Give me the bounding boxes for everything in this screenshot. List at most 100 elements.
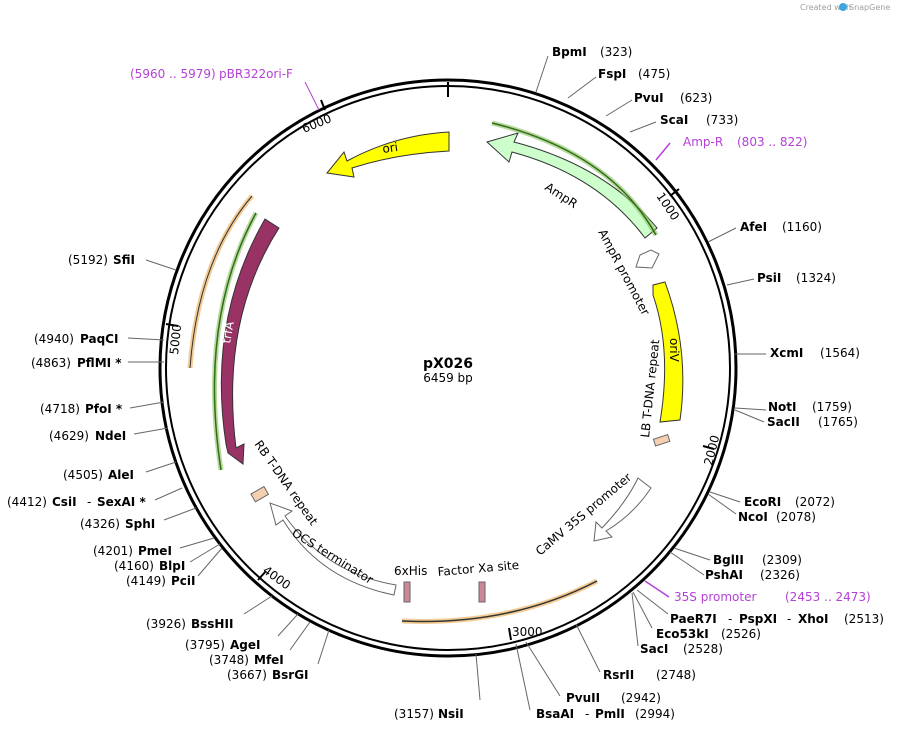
enzyme-nsii: (3157) NsiI — [394, 653, 481, 721]
svg-text:(4412): (4412) — [7, 495, 47, 509]
svg-text:BssHII: BssHII — [191, 617, 233, 631]
svg-text:AfeI: AfeI — [740, 220, 767, 234]
svg-text:(2072): (2072) — [795, 495, 835, 509]
svg-text:-: - — [728, 612, 732, 626]
svg-text:PfoI *: PfoI * — [85, 402, 123, 416]
enzyme-eco53ki: Eco53kI (2526) — [632, 591, 761, 641]
svg-text:SacI: SacI — [640, 642, 668, 656]
enzyme-pshai: PshAI (2326) — [669, 551, 800, 582]
svg-text:-: - — [585, 707, 589, 721]
svg-text:(2528): (2528) — [683, 642, 723, 656]
enzyme-rsrii: RsrII (2748) — [575, 623, 696, 682]
svg-text:(1564): (1564) — [820, 346, 860, 360]
svg-text:XcmI: XcmI — [770, 346, 803, 360]
backbone-outer-ring — [158, 78, 738, 658]
svg-text:BsrGI: BsrGI — [272, 668, 309, 682]
primer-35s-promoter: 35S promoter (2453 .. 2473) — [644, 580, 871, 604]
enzyme-pfoi: (4718) PfoI * — [40, 401, 165, 416]
svg-text:EcoRI: EcoRI — [744, 495, 781, 509]
svg-text:6xHis: 6xHis — [394, 564, 427, 578]
orange-arc-bottom-line — [401, 580, 598, 623]
svg-text:(2326): (2326) — [760, 568, 800, 582]
svg-text:NotI: NotI — [768, 400, 797, 414]
feature-ampr-promoter: AmpR promoter — [595, 227, 660, 318]
svg-text:(1765): (1765) — [818, 415, 858, 429]
enzyme-afei: AfeI (1160) — [707, 220, 822, 243]
enzyme-bsaai-pmli: BsaAI - PmlI (2994) — [515, 643, 675, 721]
svg-text:(1160): (1160) — [782, 220, 822, 234]
enzyme-pvuii: PvuII (2942) — [525, 641, 661, 705]
svg-text:AgeI: AgeI — [230, 638, 260, 652]
svg-text:(4940): (4940) — [34, 332, 74, 346]
svg-text:XhoI: XhoI — [798, 612, 829, 626]
svg-text:RsrII: RsrII — [603, 668, 634, 682]
enzyme-fspi: FspI (475) — [567, 67, 670, 99]
enzyme-psii: PsiI (1324) — [726, 271, 836, 286]
enzyme-ndei: (4629) NdeI — [49, 427, 169, 443]
plasmid-name: pX026 — [423, 356, 473, 372]
primer-amp-r: Amp-R (803 .. 822) — [655, 135, 807, 161]
svg-text:PvuI: PvuI — [634, 91, 664, 105]
credit-prefix: Created with — [800, 3, 851, 12]
svg-text:SfiI: SfiI — [113, 253, 135, 267]
svg-text:ori: ori — [381, 140, 398, 156]
enzyme-saci: SacI (2528) — [631, 592, 723, 656]
tick-3000: 3000 — [508, 625, 543, 641]
svg-text:SexAI *: SexAI * — [97, 495, 146, 509]
svg-text:PmlI: PmlI — [595, 707, 625, 721]
svg-text:PsiI: PsiI — [757, 271, 781, 285]
svg-text:(2994): (2994) — [635, 707, 675, 721]
svg-text:oriV: oriV — [667, 338, 681, 363]
enzyme-bsrgi: (3667) BsrGI — [227, 629, 330, 682]
svg-text:ScaI: ScaI — [660, 113, 688, 127]
enzyme-csii-sexai: (4412) CsiI - SexAI * — [7, 487, 183, 509]
svg-text:AmpR promoter: AmpR promoter — [595, 227, 652, 318]
svg-text:CsiI: CsiI — [52, 495, 77, 509]
svg-text:6000: 6000 — [300, 111, 334, 135]
svg-text:-: - — [787, 612, 791, 626]
svg-text:LB T-DNA repeat: LB T-DNA repeat — [638, 338, 662, 438]
svg-text:(4326): (4326) — [80, 517, 120, 531]
svg-text:(475): (475) — [638, 67, 670, 81]
svg-text:(4629): (4629) — [49, 429, 89, 443]
svg-text:BpmI: BpmI — [552, 45, 587, 59]
svg-text:(4863): (4863) — [31, 356, 71, 370]
svg-text:AleI: AleI — [108, 468, 134, 482]
enzyme-alei: (4505) AleI — [63, 461, 177, 482]
orange-arc-bottom — [401, 578, 599, 624]
svg-text:BlpI: BlpI — [159, 559, 185, 573]
enzyme-sacii: SacII (1765) — [734, 409, 858, 429]
svg-text:(5192): (5192) — [68, 253, 108, 267]
feature-factor-xa-site: Factor Xa site — [437, 558, 520, 603]
svg-text:PvuII: PvuII — [566, 691, 600, 705]
svg-text:PciI: PciI — [171, 574, 196, 588]
enzyme-xcmi: XcmI (1564) — [735, 346, 860, 360]
svg-text:PaqCI: PaqCI — [80, 332, 118, 346]
svg-text:(3926): (3926) — [146, 617, 186, 631]
svg-text:(2526): (2526) — [721, 627, 761, 641]
svg-text:(1324): (1324) — [796, 271, 836, 285]
enzyme-sphi: (4326) SphI — [80, 507, 197, 531]
enzyme-pflmi: (4863) PflMI * — [31, 356, 164, 370]
svg-text:(803 .. 822): (803 .. 822) — [737, 135, 807, 149]
svg-text:(2513): (2513) — [844, 612, 884, 626]
svg-text:pBR322ori-F: pBR322ori-F — [219, 67, 293, 81]
svg-text:MfeI: MfeI — [254, 653, 284, 667]
enzyme-scai: ScaI (733) — [629, 113, 738, 133]
svg-text:(323): (323) — [600, 45, 632, 59]
svg-text:(5960 .. 5979): (5960 .. 5979) — [130, 67, 216, 81]
svg-text:(1759): (1759) — [812, 400, 852, 414]
svg-text:PmeI: PmeI — [138, 544, 172, 558]
enzyme-paqci: (4940) PaqCI — [34, 332, 165, 346]
svg-text:PflMI *: PflMI * — [77, 356, 122, 370]
tick-5000: 5000 — [165, 323, 184, 355]
svg-text:NcoI: NcoI — [738, 510, 768, 524]
svg-text:(4201): (4201) — [93, 544, 133, 558]
svg-text:Eco53kI: Eco53kI — [656, 627, 709, 641]
svg-text:3000: 3000 — [512, 625, 543, 639]
enzyme-agei: (3795) AgeI — [185, 613, 299, 652]
svg-text:BsaAI: BsaAI — [536, 707, 574, 721]
svg-text:(733): (733) — [706, 113, 738, 127]
green-arc-left-line — [213, 212, 257, 471]
svg-text:(3667): (3667) — [227, 668, 267, 682]
